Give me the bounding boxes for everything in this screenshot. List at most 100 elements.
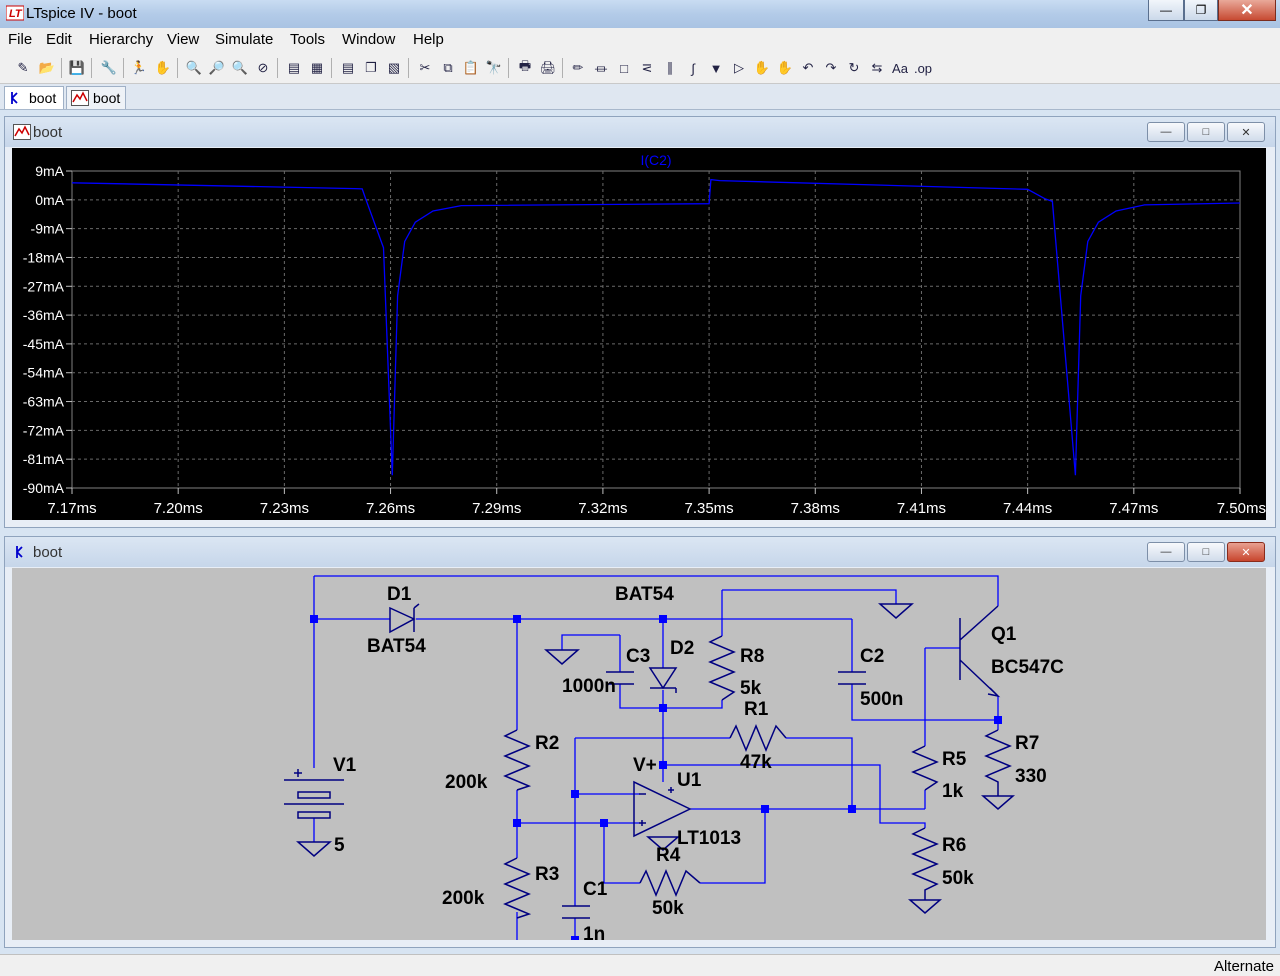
svg-text:LT: LT bbox=[9, 8, 23, 20]
d2-model-label[interactable]: BAT54 bbox=[615, 584, 674, 605]
waveform-minimize-button[interactable]: — bbox=[1147, 122, 1185, 142]
vplus-net-label[interactable]: V+ bbox=[633, 755, 657, 776]
save-icon[interactable]: 💾 bbox=[68, 60, 86, 75]
redo-icon[interactable]: ↷ bbox=[825, 60, 837, 75]
menu-hierarchy[interactable]: Hierarchy bbox=[89, 31, 154, 48]
r1-value-label[interactable]: 47k bbox=[740, 752, 772, 773]
restore-button[interactable]: ❐ bbox=[1184, 0, 1218, 21]
r2-value-label[interactable]: 200k bbox=[445, 772, 488, 793]
c1-name-label[interactable]: C1 bbox=[583, 879, 608, 900]
zoom-out-icon[interactable]: 🔍 bbox=[231, 60, 249, 75]
copy-icon[interactable]: ⧉ bbox=[443, 60, 453, 75]
find-icon[interactable]: 🔭 bbox=[485, 60, 503, 75]
ground-icon[interactable]: ⏛ bbox=[594, 61, 608, 77]
q1-name-label[interactable]: Q1 bbox=[991, 624, 1017, 645]
r2-name-label[interactable]: R2 bbox=[535, 733, 559, 754]
text-icon[interactable]: Aa bbox=[892, 60, 908, 76]
grid-icon[interactable]: ▦ bbox=[310, 60, 324, 75]
label-net-icon[interactable]: □ bbox=[620, 60, 628, 76]
halt-icon[interactable]: ✋ bbox=[154, 60, 172, 75]
minimize-button[interactable]: — bbox=[1148, 0, 1184, 21]
draw-wire-icon[interactable]: ✏ bbox=[572, 60, 584, 75]
u1-name-label[interactable]: U1 bbox=[677, 770, 702, 791]
c3-value-label[interactable]: 1000n bbox=[562, 676, 616, 697]
open-icon[interactable]: 📂 bbox=[38, 60, 56, 75]
cascade-icon[interactable]: ❐ bbox=[365, 60, 377, 75]
schematic-close-button[interactable]: ✕ bbox=[1227, 542, 1265, 562]
menu-help[interactable]: Help bbox=[413, 31, 444, 48]
move-icon[interactable]: ✋ bbox=[753, 60, 771, 75]
c2-value-label[interactable]: 500n bbox=[860, 689, 903, 710]
r6-name-label[interactable]: R6 bbox=[942, 835, 966, 856]
x-tick-label: 7.29ms bbox=[472, 500, 521, 517]
rotate-icon[interactable]: ↻ bbox=[848, 60, 860, 75]
autorange-icon[interactable]: ▤ bbox=[287, 60, 301, 75]
restore-icon: ❐ bbox=[1195, 3, 1207, 17]
d2-name-label[interactable]: D2 bbox=[670, 638, 694, 659]
d1-value-label[interactable]: BAT54 bbox=[367, 636, 426, 657]
control-panel-icon[interactable]: 🔧 bbox=[100, 60, 118, 75]
schematic-maximize-button[interactable]: □ bbox=[1187, 542, 1225, 562]
u1-value-label[interactable]: LT1013 bbox=[677, 828, 741, 849]
tile-horizontal-icon[interactable]: ▤ bbox=[341, 60, 355, 75]
mirror-icon[interactable]: ⇆ bbox=[871, 60, 883, 75]
c2-name-label[interactable]: C2 bbox=[860, 646, 884, 667]
trace-line[interactable] bbox=[71, 178, 1241, 476]
run-icon[interactable]: 🏃 bbox=[130, 60, 148, 75]
undo-icon[interactable]: ↶ bbox=[802, 60, 814, 75]
c1-value-label[interactable]: 1n bbox=[583, 924, 605, 940]
schematic-minimize-button[interactable]: — bbox=[1147, 542, 1185, 562]
zoom-fit-icon[interactable]: ⊘ bbox=[257, 60, 269, 75]
r7-value-label[interactable]: 330 bbox=[1015, 766, 1047, 787]
drag-icon[interactable]: ✋ bbox=[776, 60, 794, 75]
r3-name-label[interactable]: R3 bbox=[535, 864, 559, 885]
paste-icon[interactable]: 📋 bbox=[462, 60, 480, 75]
close-button[interactable]: ✕ bbox=[1218, 0, 1276, 21]
menu-edit[interactable]: Edit bbox=[46, 31, 72, 48]
trace-label[interactable]: I(C2) bbox=[640, 152, 671, 168]
tile-vertical-icon[interactable]: ▧ bbox=[387, 60, 401, 75]
v1-value-label[interactable]: 5 bbox=[334, 835, 345, 856]
menu-window[interactable]: Window bbox=[342, 31, 396, 48]
menu-tools[interactable]: Tools bbox=[290, 31, 326, 48]
r1-name-label[interactable]: R1 bbox=[744, 699, 769, 720]
q1-value-label[interactable]: BC547C bbox=[991, 657, 1064, 678]
menu-simulate[interactable]: Simulate bbox=[215, 31, 274, 48]
resistor-icon[interactable]: ⋜ bbox=[641, 60, 653, 75]
menu-view[interactable]: View bbox=[167, 31, 200, 48]
new-schematic-icon[interactable]: ✎ bbox=[17, 60, 29, 75]
r5-name-label[interactable]: R5 bbox=[942, 749, 967, 770]
schematic-drawing[interactable]: D1 BAT54 BAT54 D2 C3 1000n R8 5k C2 500n… bbox=[12, 568, 1266, 940]
r5-value-label[interactable]: 1k bbox=[942, 781, 964, 802]
inductor-icon[interactable]: ∫ bbox=[691, 60, 695, 76]
print-preview-icon[interactable]: 🖶 bbox=[518, 58, 532, 73]
r8-value-label[interactable]: 5k bbox=[740, 678, 762, 699]
waveform-close-button[interactable]: ✕ bbox=[1227, 122, 1265, 142]
r6-value-label[interactable]: 50k bbox=[942, 868, 974, 889]
print-icon[interactable]: 🖨 bbox=[539, 60, 557, 75]
zoom-in-icon[interactable]: 🔍 bbox=[185, 60, 203, 75]
diode-icon[interactable]: ▼ bbox=[709, 60, 723, 76]
pan-icon[interactable]: 🔎 bbox=[208, 60, 226, 75]
spice-directive-icon[interactable]: .op bbox=[913, 60, 933, 76]
waveform-chart[interactable]: 9mA0mA-9mA-18mA-27mA-36mA-45mA-54mA-63mA… bbox=[12, 148, 1266, 520]
r4-value-label[interactable]: 50k bbox=[652, 898, 684, 919]
r4-name-label[interactable]: R4 bbox=[656, 845, 681, 866]
v1-name-label[interactable]: V1 bbox=[333, 755, 357, 776]
capacitor-icon[interactable]: ∥ bbox=[666, 60, 674, 75]
r3-value-label[interactable]: 200k bbox=[442, 888, 485, 909]
component-icon[interactable]: ▷ bbox=[734, 60, 744, 75]
waveform-icon bbox=[71, 90, 89, 106]
r8-name-label[interactable]: R8 bbox=[740, 646, 764, 667]
r7-name-label[interactable]: R7 bbox=[1015, 733, 1039, 754]
schematic-canvas[interactable]: D1 BAT54 BAT54 D2 C3 1000n R8 5k C2 500n… bbox=[12, 568, 1266, 940]
d1-name-label[interactable]: D1 bbox=[387, 584, 412, 605]
cut-icon[interactable]: ✂ bbox=[419, 60, 431, 75]
menu-file[interactable]: File bbox=[8, 31, 33, 48]
waveform-window-titlebar: boot — □ ✕ bbox=[5, 117, 1275, 147]
c3-name-label[interactable]: C3 bbox=[626, 646, 650, 667]
tab-schematic[interactable]: boot bbox=[4, 86, 64, 109]
waveform-maximize-button[interactable]: □ bbox=[1187, 122, 1225, 142]
tab-waveform[interactable]: boot bbox=[66, 86, 126, 109]
